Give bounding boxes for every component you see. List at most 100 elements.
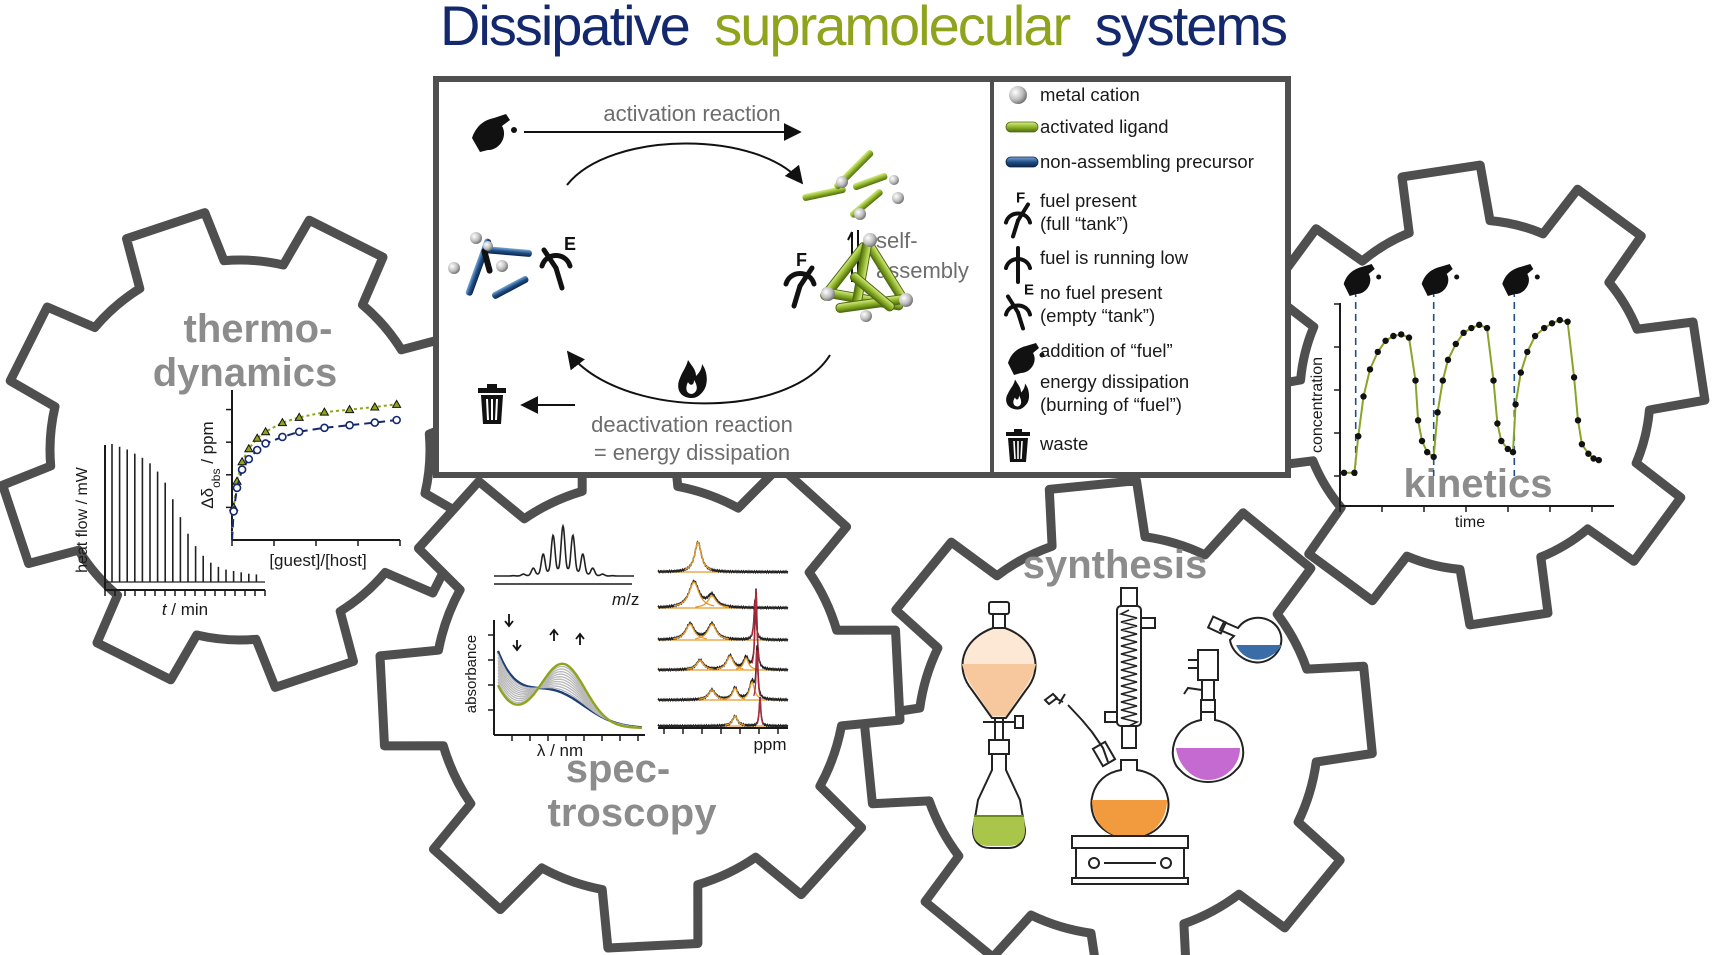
gear-label-thermo-1: thermo- <box>184 307 333 351</box>
nmr-peak-component <box>735 657 757 670</box>
nmr-spectrum <box>657 697 789 729</box>
ligand-3 <box>852 172 888 191</box>
kinetics-point <box>1590 455 1597 462</box>
metal-2 <box>892 192 904 204</box>
legend-text-5: fuel is running low <box>1040 247 1189 268</box>
deactivation-label-1: deactivation reaction <box>591 412 793 437</box>
precursor-3 <box>491 276 529 299</box>
kinetics-point <box>1382 337 1389 344</box>
nozzle-drop <box>1534 274 1540 280</box>
titration-point-circle <box>237 465 247 474</box>
kinetics-point <box>1430 453 1437 461</box>
kinetics-point <box>1374 348 1382 356</box>
kinetics-y-label: concentration <box>1309 357 1326 453</box>
kinetics-point <box>1494 420 1501 427</box>
kinetics-point <box>1414 417 1422 424</box>
nmr-titration-plot: Δδobs / ppm [guest]/[host] <box>198 390 402 570</box>
side-arm-adapter <box>1043 692 1109 763</box>
cage-metal-1 <box>821 287 835 301</box>
titration-point-circle <box>370 418 380 427</box>
precursor-metal-4 <box>483 241 493 251</box>
nozzle-shape <box>1343 264 1375 296</box>
kinetics-point <box>1504 445 1512 453</box>
metal-1 <box>836 176 848 188</box>
kinetics-point <box>1434 409 1441 416</box>
nozzle-drop <box>1454 274 1460 280</box>
nmr-peak-component <box>684 541 712 571</box>
gear-thermo <box>0 208 482 692</box>
ms-label-italic: m <box>612 590 626 609</box>
kinetics-point <box>1509 448 1517 456</box>
titration-point-circle <box>229 507 238 516</box>
legend-text-6: no fuel present <box>1040 282 1162 303</box>
kinetics-point <box>1490 377 1497 384</box>
itc-ticks <box>104 590 266 596</box>
nmr-peak-component <box>698 689 726 700</box>
ligand-rod <box>1005 121 1039 133</box>
nmr-peak-component <box>751 589 761 664</box>
kinetics-point <box>1360 393 1367 400</box>
stirrer-foot <box>1071 877 1189 885</box>
erlenmeyer-liquid <box>973 816 1025 846</box>
uv-vis-x-label: λ / nm <box>537 741 583 760</box>
legend-text-1: metal cation <box>1040 84 1140 105</box>
round-flask-liquid <box>1092 800 1167 838</box>
precursor-2 <box>481 246 532 257</box>
gauge-letter-e: E <box>564 234 576 254</box>
mass-spectrum: m/z <box>494 523 639 609</box>
flame-outer <box>678 360 707 398</box>
precursor-4 <box>481 248 493 274</box>
kinetics-plot: concentration time <box>1309 264 1614 531</box>
gear-label-synthesis: synthesis <box>1023 543 1208 587</box>
titration-point-circle <box>345 420 354 430</box>
purple-flask-liquid <box>1176 748 1240 780</box>
kinetics-point <box>1398 331 1405 338</box>
kinetics-point <box>1512 401 1519 408</box>
legend-text-2: activated ligand <box>1040 116 1169 137</box>
side-arm-joint <box>1091 740 1117 768</box>
mass-spectrum-trace <box>494 523 634 577</box>
kinetics-point <box>1585 450 1592 457</box>
trash-lid <box>478 388 506 393</box>
kinetics-point <box>1444 356 1452 364</box>
kinetics-point <box>1570 374 1578 381</box>
gauge-arc <box>539 253 573 269</box>
titration-point-triangle <box>260 426 271 436</box>
itc-y-label: heat flow / mW <box>74 466 91 573</box>
titration-point-triangle <box>391 399 402 408</box>
nmr-peak-component <box>695 595 729 608</box>
kinetics-point <box>1439 377 1447 384</box>
kinetics-point <box>1574 417 1582 424</box>
fuel-nozzle-icon <box>472 114 517 152</box>
legend-text-8: energy dissipation <box>1040 371 1189 392</box>
adapter-port-1 <box>1188 659 1198 669</box>
uv-arrow-up-2 <box>575 632 585 645</box>
title-word-supramolecular: supramolecular <box>714 0 1070 57</box>
kinetics-point <box>1556 316 1564 324</box>
gauge-letter: E <box>1024 282 1034 299</box>
uv-vis-curves <box>496 650 643 730</box>
itc-x-label-italic: t <box>162 600 168 619</box>
precursor-metal-2 <box>448 262 460 274</box>
trash-slots <box>1013 440 1023 460</box>
trash-icon <box>478 384 506 424</box>
nmr-titration-y-label: Δδobs / ppm <box>198 421 223 508</box>
cycle-arc-top <box>566 142 804 186</box>
precursor-metal-1 <box>470 232 482 244</box>
titration-point-triangle <box>277 417 288 427</box>
title-word-dissipative: Dissipative <box>440 0 689 57</box>
uv-arrow-up-1 <box>549 628 559 641</box>
stirrer-knob-1 <box>1088 857 1100 869</box>
activation-label: activation reaction <box>603 101 780 126</box>
fuel-nozzle-icon <box>1343 264 1382 296</box>
kinetics-point <box>1595 456 1603 464</box>
gauge-stem <box>1016 310 1025 331</box>
uv-vis-ticks <box>488 634 639 741</box>
trash-lid <box>1006 432 1030 436</box>
kinetics-point <box>1355 433 1362 440</box>
nozzle-shape <box>472 114 510 152</box>
condenser-coil <box>1118 609 1140 727</box>
fuel-full-icon: F <box>1004 190 1032 239</box>
nmr-stack-spectra <box>657 540 789 729</box>
condenser-port-bottom <box>1104 711 1117 723</box>
